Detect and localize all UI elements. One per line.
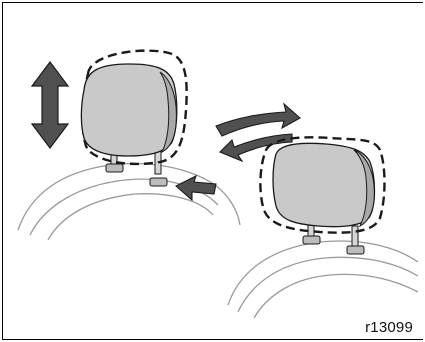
left-headrest-cushion [80,63,178,157]
pointer-arrow-icon [175,174,217,202]
left-headrest [80,49,188,187]
left-headrest-range-outline [81,49,188,166]
left-headrest-collar-left [105,163,124,173]
right-headrest-stay-right [351,225,359,249]
right-headrest-collar-left [302,235,321,245]
frame-top-border [2,2,423,3]
left-seat-back [17,162,241,241]
right-seat-back [227,240,419,319]
right-headrest-range-outline [259,136,386,234]
left-headrest-side [159,71,177,154]
frame-left-border [2,2,3,340]
figure-code: r13099 [365,319,413,336]
right-headrest [259,136,386,255]
right-headrest-side [353,149,375,228]
up-down-arrow-icon [30,61,70,149]
right-headrest-collar-right [346,245,365,255]
left-headrest-collar-right [149,177,168,187]
frame-bottom-border [2,339,423,340]
